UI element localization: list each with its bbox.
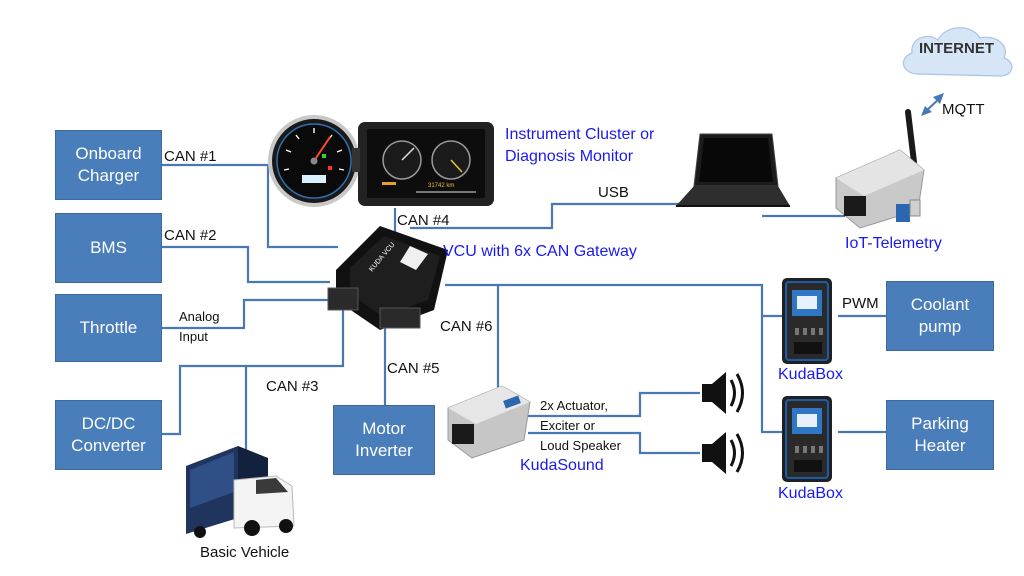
vcu-label: VCU with 6x CAN Gateway — [443, 243, 637, 260]
dcdc-line-2: Converter — [71, 436, 146, 455]
wire-usb — [410, 202, 690, 230]
bms-box: BMS — [55, 213, 162, 283]
wire-can2 — [162, 245, 330, 284]
onboard-charger-line-1: Onboard — [75, 144, 142, 163]
wire-speaker-top — [528, 391, 700, 418]
parking-heater-line-1: Parking — [911, 414, 969, 433]
dcdc-converter-box: DC/DC Converter — [55, 400, 162, 470]
iot-device-icon — [835, 109, 925, 229]
dcdc-line-1: DC/DC — [81, 414, 136, 433]
analog-line-2: Input — [179, 329, 208, 344]
mqtt-arrow — [921, 93, 944, 116]
motor-inverter-line-1: Motor — [362, 419, 406, 438]
speaker-line-3: Loud Speaker — [540, 438, 621, 453]
laptop-icon — [676, 133, 790, 207]
wire-analog — [162, 298, 330, 330]
throttle-label: Throttle — [79, 318, 138, 337]
speaker-line-1: 2x Actuator, — [540, 398, 608, 413]
vcu-module-icon: KUDA VCU — [327, 226, 448, 330]
kudasound-device-icon — [447, 385, 531, 459]
wire-speaker-bottom — [528, 431, 700, 455]
usb-label: USB — [598, 184, 629, 201]
can3-label: CAN #3 — [266, 378, 319, 395]
can4-label: CAN #4 — [397, 212, 450, 229]
throttle-box: Throttle — [55, 294, 162, 362]
wire-dcdc — [162, 300, 345, 436]
coolant-pump-box: Coolant pump — [886, 281, 994, 351]
coolant-pump-line-1: Coolant — [910, 295, 970, 314]
analog-input-label: Analog Input — [179, 307, 219, 347]
instrument-cluster-label: Instrument Cluster or Diagnosis Monitor — [505, 124, 654, 168]
onboard-charger-line-2: Charger — [77, 166, 140, 185]
can5-label: CAN #5 — [387, 360, 440, 377]
mqtt-label: MQTT — [942, 101, 985, 118]
iot-telemetry-label: IoT-Telemetry — [845, 235, 942, 252]
motor-inverter-line-2: Inverter — [355, 441, 413, 460]
instrument-display-icon: 31742 km — [352, 122, 494, 206]
parking-heater-line-2: Heater — [914, 436, 966, 455]
speaker-options-label: 2x Actuator, Exciter or Loud Speaker — [540, 396, 621, 456]
bms-label: BMS — [90, 238, 127, 257]
cluster-line-2: Diagnosis Monitor — [505, 148, 634, 165]
kudabox-top-icon — [782, 278, 832, 364]
internet-label: INTERNET — [919, 40, 994, 57]
can6-label: CAN #6 — [440, 318, 493, 335]
basic-vehicle-label: Basic Vehicle — [200, 544, 290, 561]
speaker-line-2: Exciter or — [540, 418, 595, 433]
vehicle-icon — [186, 446, 295, 538]
wire-can1 — [162, 163, 338, 249]
kudabox-top-label: KudaBox — [778, 366, 843, 383]
speaker-bottom-icon — [702, 432, 744, 474]
analog-line-1: Analog — [179, 309, 220, 324]
kudabox-bottom-label: KudaBox — [778, 485, 843, 502]
wire-can6 — [445, 283, 790, 434]
speaker-top-icon — [702, 372, 744, 414]
kudabox-bottom-icon — [782, 396, 832, 482]
cloud-icon — [902, 27, 1013, 77]
coolant-pump-line-2: pump — [918, 317, 962, 336]
kudasound-label: KudaSound — [520, 457, 604, 474]
pwm-label: PWM — [842, 295, 879, 312]
can1-label: CAN #1 — [164, 148, 217, 165]
can2-label: CAN #2 — [164, 227, 217, 244]
speedometer-icon — [268, 115, 360, 207]
cluster-line-1: Instrument Cluster or — [505, 126, 655, 143]
display-km-readout: 31742 km — [428, 183, 454, 189]
